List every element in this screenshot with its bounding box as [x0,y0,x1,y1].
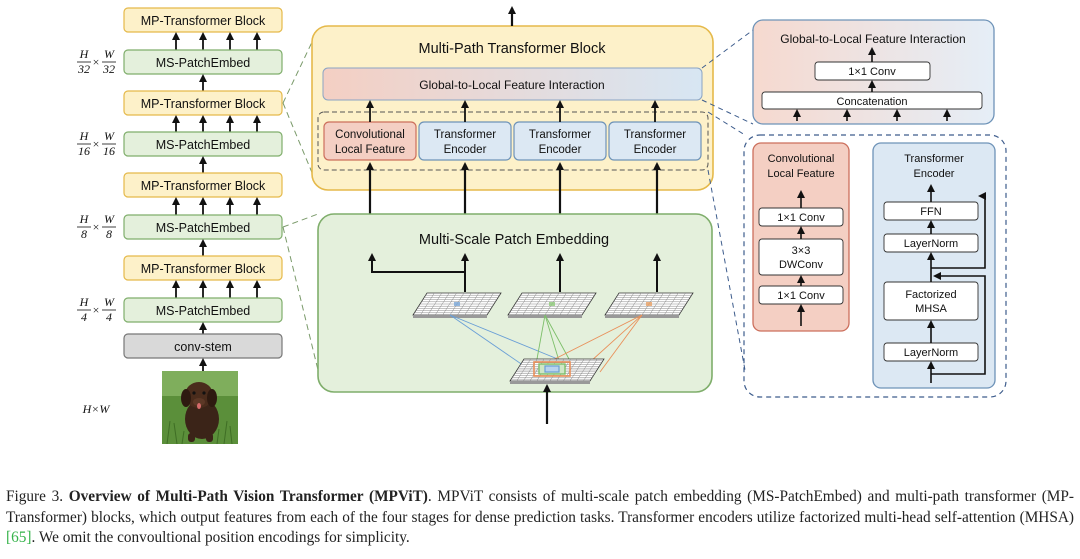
left-block-label-8: conv-stem [174,340,232,354]
conv-mid-label1: 3×3 [792,245,811,257]
embed-to-paths-arrows [366,162,661,214]
mp-transformer-panel: Multi-Path Transformer Block Global-to-L… [311,25,714,191]
left-block-label-3: MS-PatchEmbed [156,138,251,152]
gl-conv-label: 1×1 Conv [848,66,896,78]
caption-ref-link[interactable]: [65] [6,529,32,546]
caption-text1: . MPViT consists of multi-scale patch em… [6,488,1075,526]
left-block-label-2: MP-Transformer Block [141,97,266,111]
ms-block-title: Multi-Scale Patch Embedding [419,232,609,248]
detail-dashed-container [743,134,1007,398]
svg-text:H: H [79,295,90,309]
left-block-label-0: MP-Transformer Block [141,14,266,28]
patch-grid-1 [412,292,502,318]
scale-label-2: H8×W8 [77,212,116,241]
conv-top-label: 1×1 Conv [777,212,825,224]
gl-concat-label: Concatenation [837,96,908,108]
gl-interaction-bar [322,67,703,101]
ms-patch-embedding-panel: Multi-Scale Patch Embedding [317,213,713,393]
path-label2-0: Local Feature [335,144,405,156]
mhsa-label1: Factorized [905,289,956,301]
svg-text:×: × [93,137,100,151]
conv-mid-label2: DWConv [779,259,824,271]
svg-text:W: W [104,129,115,143]
paths-dashed-region [317,111,709,171]
mpvit-diagram: MP-Transformer BlockMS-PatchEmbedMP-Tran… [77,6,1007,424]
svg-text:H: H [79,47,90,61]
scale-label-3: H4×W4 [77,295,116,324]
trans-detail-title1: Transformer [904,153,964,165]
left-block-label-1: MS-PatchEmbed [156,56,251,70]
left-block-label-4: MP-Transformer Block [141,179,266,193]
svg-text:4: 4 [106,310,112,324]
input-size-label: H×W [82,402,111,416]
stage-column: MP-Transformer BlockMS-PatchEmbedMP-Tran… [77,7,283,416]
path-label1-1: Transformer [434,129,496,141]
path-label1-3: Transformer [624,129,686,141]
ffn-label: FFN [920,206,941,218]
trans-detail-title2: Encoder [914,168,955,180]
layernorm-bottom-label: LayerNorm [904,347,958,359]
left-block-label-6: MP-Transformer Block [141,262,266,276]
gl-interaction-label: Global-to-Local Feature Interaction [419,78,604,92]
path-label1-2: Transformer [529,129,591,141]
layernorm-top-label: LayerNorm [904,238,958,250]
svg-text:32: 32 [102,62,115,76]
patch-grids [412,292,694,384]
path-arrows [366,100,659,122]
svg-text:4: 4 [81,310,87,324]
svg-text:16: 16 [78,144,90,158]
zoom-connectors [282,39,319,371]
figure-caption: Figure 3. Overview of Multi-Path Vision … [6,487,1074,549]
svg-text:16: 16 [103,144,115,158]
svg-text:H: H [79,212,90,226]
left-block-label-5: MS-PatchEmbed [156,221,251,235]
caption-bold: Overview of Multi-Path Vision Transforme… [68,488,428,505]
puppy-photo-icon [162,371,238,444]
svg-text:×: × [93,55,100,69]
conv-bottom-label: 1×1 Conv [777,290,825,302]
scale-label-0: H32×W32 [77,47,116,76]
gl-detail-panel: Global-to-Local Feature Interaction 1×1 … [752,19,995,125]
patch-grid-2 [507,292,597,318]
svg-text:W: W [104,295,115,309]
svg-text:H: H [79,129,90,143]
conv-detail-panel: Convolutional Local Feature 1×1 Conv 3×3… [752,142,850,332]
patch-grid-3 [604,292,694,318]
svg-text:8: 8 [81,227,87,241]
path-label2-2: Encoder [539,144,582,156]
svg-text:×: × [93,220,100,234]
left-block-label-7: MS-PatchEmbed [156,304,251,318]
mp-block-title: Multi-Path Transformer Block [419,41,607,57]
path-label2-1: Encoder [444,144,487,156]
caption-prefix: Figure 3. [6,488,69,505]
svg-text:W: W [104,212,115,226]
mhsa-label2: MHSA [915,303,947,315]
path-label2-3: Encoder [634,144,677,156]
path-label1-0: Convolutional [335,129,405,141]
svg-text:×: × [93,303,100,317]
svg-text:W: W [104,47,115,61]
conv-detail-title2: Local Feature [767,168,834,180]
input-patch-grid [509,358,605,384]
conv-detail-title1: Convolutional [768,153,835,165]
caption-text2: . We omit the convoultional position enc… [31,529,410,546]
input-image [162,371,238,444]
trans-detail-panel: Transformer Encoder FFN LayerNorm Factor… [872,142,996,389]
gl-detail-title: Global-to-Local Feature Interaction [780,32,965,46]
scale-label-1: H16×W16 [77,129,116,158]
svg-text:8: 8 [106,227,112,241]
svg-text:32: 32 [77,62,90,76]
